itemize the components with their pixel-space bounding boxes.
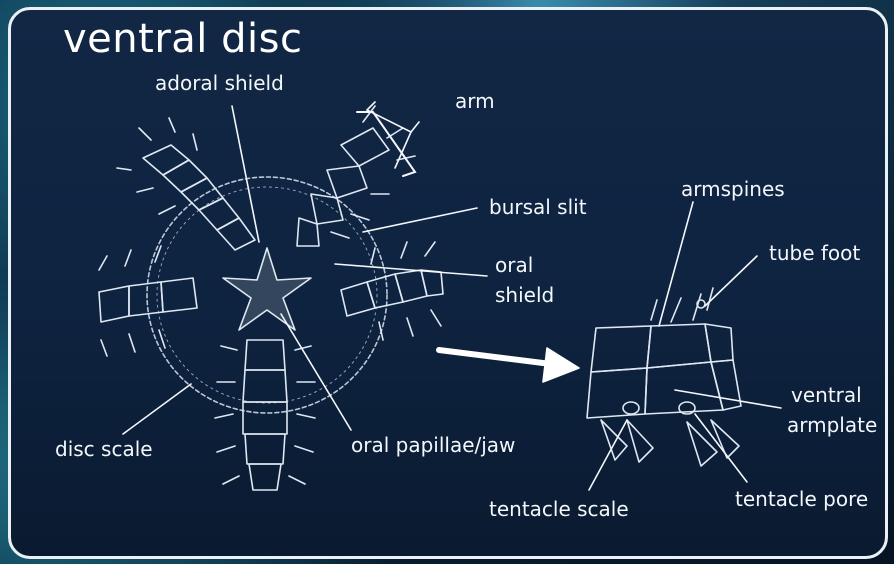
label-tube-foot: tube foot: [769, 240, 860, 266]
label-oral-shield-line2: shield: [495, 282, 554, 308]
label-tentacle-scale: tentacle scale: [489, 496, 629, 522]
arm-upper-left: [117, 118, 255, 250]
arm-bottom: [215, 340, 315, 490]
label-adoral-shield: adoral shield: [155, 70, 284, 96]
arm-left: [99, 246, 197, 356]
label-bursal-slit: bursal slit: [489, 194, 587, 220]
label-arm: arm: [455, 88, 495, 114]
label-oral-papillae-jaw: oral papillae/jaw: [351, 432, 515, 458]
arrow-to-detail: [439, 348, 579, 382]
label-oral-shield-line1: oral: [495, 252, 533, 278]
arm-right: [341, 242, 443, 340]
diagram-panel: ventral disc: [8, 7, 888, 559]
brittle-star-sketch: [11, 10, 888, 559]
label-armspines: armspines: [681, 176, 785, 202]
label-ventral-armplate-line2: armplate: [787, 412, 877, 438]
label-ventral-armplate-line1: ventral: [791, 382, 862, 408]
arm-segment-detail: [587, 288, 741, 466]
label-disc-scale: disc scale: [55, 436, 153, 462]
disc-body: [147, 177, 387, 413]
label-tentacle-pore: tentacle pore: [735, 486, 868, 512]
